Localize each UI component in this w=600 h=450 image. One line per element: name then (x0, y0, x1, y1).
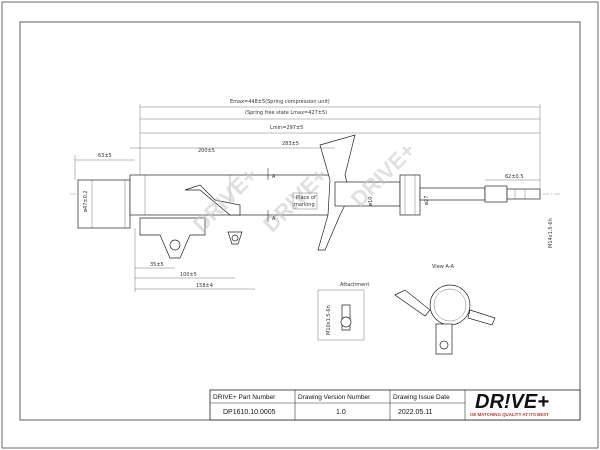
dim-spring-free: (Spring free state Lmax=427±5) (245, 110, 327, 116)
watermark: DRIVE+ DRIVE+ DRIVE+ (188, 138, 420, 237)
view-a-a: View A-A (394, 264, 496, 355)
title-block: DRIVE+ Part Number Drawing Version Numbe… (209, 389, 581, 421)
section-mark-a-bottom: A (272, 216, 276, 222)
drive-logo: DR!VE+ (475, 391, 549, 413)
dim-lmin: Lmin=297±5 (270, 125, 303, 131)
dim-62: 62±0.5 (505, 174, 524, 180)
place-of-marking-box (292, 192, 318, 210)
tb-version: 1.0 (336, 409, 346, 416)
logo-tagline: OE MATCHING QUALITY AT ITS BEST (470, 412, 549, 417)
dim-m14: M14x1.5-6h (548, 218, 554, 248)
dim-283: 283±5 (282, 141, 299, 147)
dimension-lines (74, 104, 541, 292)
tb-header-version: Drawing Version Number (298, 394, 371, 401)
tb-header-date: Drawing Issue Date (393, 394, 450, 401)
dim-200: 200±5 (198, 148, 215, 154)
dim-35: 35±5 (150, 262, 164, 268)
dim-dia10: ø10 (368, 197, 374, 206)
section-mark-a-top: A (272, 174, 276, 180)
attachment-label: Attachment (340, 282, 369, 288)
tb-date: 2022.05.11 (398, 409, 433, 416)
dim-dia47: ø47±0.2 (83, 190, 89, 212)
view-label: View A-A (432, 264, 454, 270)
dim-158: 158±4 (196, 283, 213, 289)
dim-dia27: ø27 (424, 196, 430, 205)
dim-63: 63±5 (98, 153, 112, 159)
shock-absorber-drawing (70, 134, 560, 259)
dim-100: 100±5 (180, 272, 197, 278)
tb-part-number: DP1610.10.0005 (223, 409, 276, 416)
m10-label: M10x1.5-6h (326, 305, 332, 335)
tb-header-part-number: DRIVE+ Part Number (213, 394, 276, 401)
attachment-detail: Attachment M10x1.5-6h (317, 282, 369, 341)
place-of-marking-label: Place of marking (294, 195, 317, 208)
dim-emax: Emax=448±5(Spring compression unit) (230, 99, 330, 105)
